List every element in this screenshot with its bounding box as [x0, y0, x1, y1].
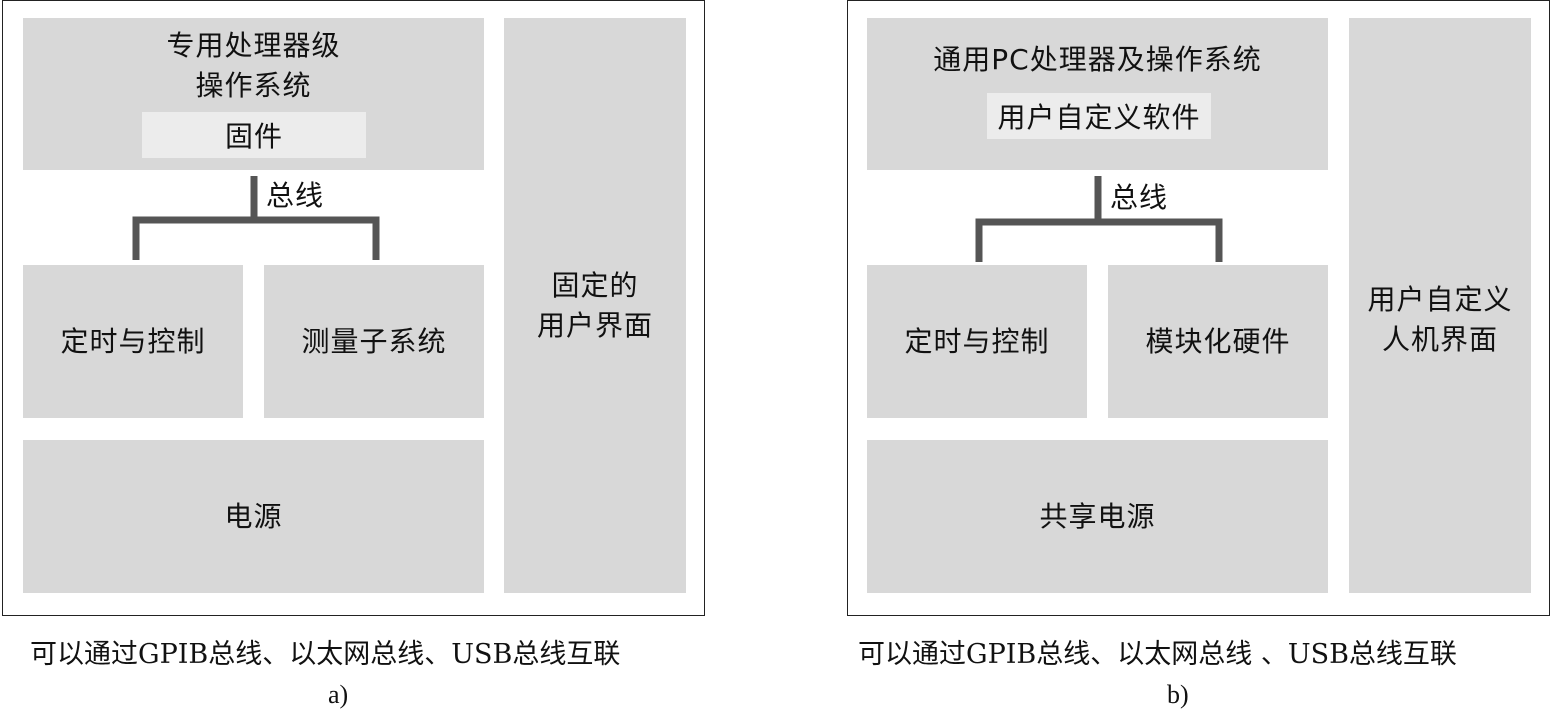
panel-b-modular-hardware-block: 模块化硬件	[1108, 265, 1328, 418]
panel-a-processor-line2: 操作系统	[195, 69, 312, 102]
panel-b-ui-block: 用户自定义 人机界面	[1349, 18, 1531, 593]
panel-a-processor-line1: 专用处理器级	[166, 29, 341, 62]
panel-a-firmware-block: 固件	[142, 112, 366, 158]
panel-a-timing-control-block: 定时与控制	[23, 265, 243, 418]
panel-b-timing-control-block: 定时与控制	[867, 265, 1087, 418]
panel-b-power-label: 共享电源	[1039, 499, 1156, 533]
panel-a-measurement-block: 测量子系统	[264, 265, 484, 418]
panel-b-interconnect-caption: 可以通过GPIB总线、以太网总线 、USB总线互联	[858, 639, 1457, 670]
panel-b-letter: b)	[1167, 680, 1189, 709]
panel-a-measurement-label: 测量子系统	[301, 324, 447, 358]
panel-a-ui-line2: 用户界面	[536, 309, 653, 342]
panel-a-interconnect-caption: 可以通过GPIB总线、以太网总线、USB总线互联	[30, 639, 621, 670]
panel-b-processor-line1: 通用PC处理器及操作系统	[933, 43, 1262, 76]
panel-a-timing-control-label: 定时与控制	[60, 324, 206, 358]
panel-a-power-block: 电源	[23, 440, 484, 593]
panel-b-timing-control-label: 定时与控制	[904, 324, 1050, 358]
panel-b-power-block: 共享电源	[867, 440, 1328, 593]
panel-a-ui-block: 固定的 用户界面	[504, 18, 686, 593]
panel-a-bus-label: 总线	[266, 179, 325, 212]
panel-b-bus-label: 总线	[1110, 181, 1169, 214]
panel-b-software-block: 用户自定义软件	[987, 93, 1211, 139]
panel-a-letter: a)	[328, 680, 349, 709]
panel-b-modular-hardware-label: 模块化硬件	[1145, 324, 1291, 358]
panel-b-ui-line1: 用户自定义	[1367, 283, 1513, 316]
panel-a-ui-line1: 固定的	[551, 269, 639, 302]
panel-a-power-label: 电源	[224, 499, 283, 533]
panel-b-ui-line2: 人机界面	[1381, 323, 1498, 356]
